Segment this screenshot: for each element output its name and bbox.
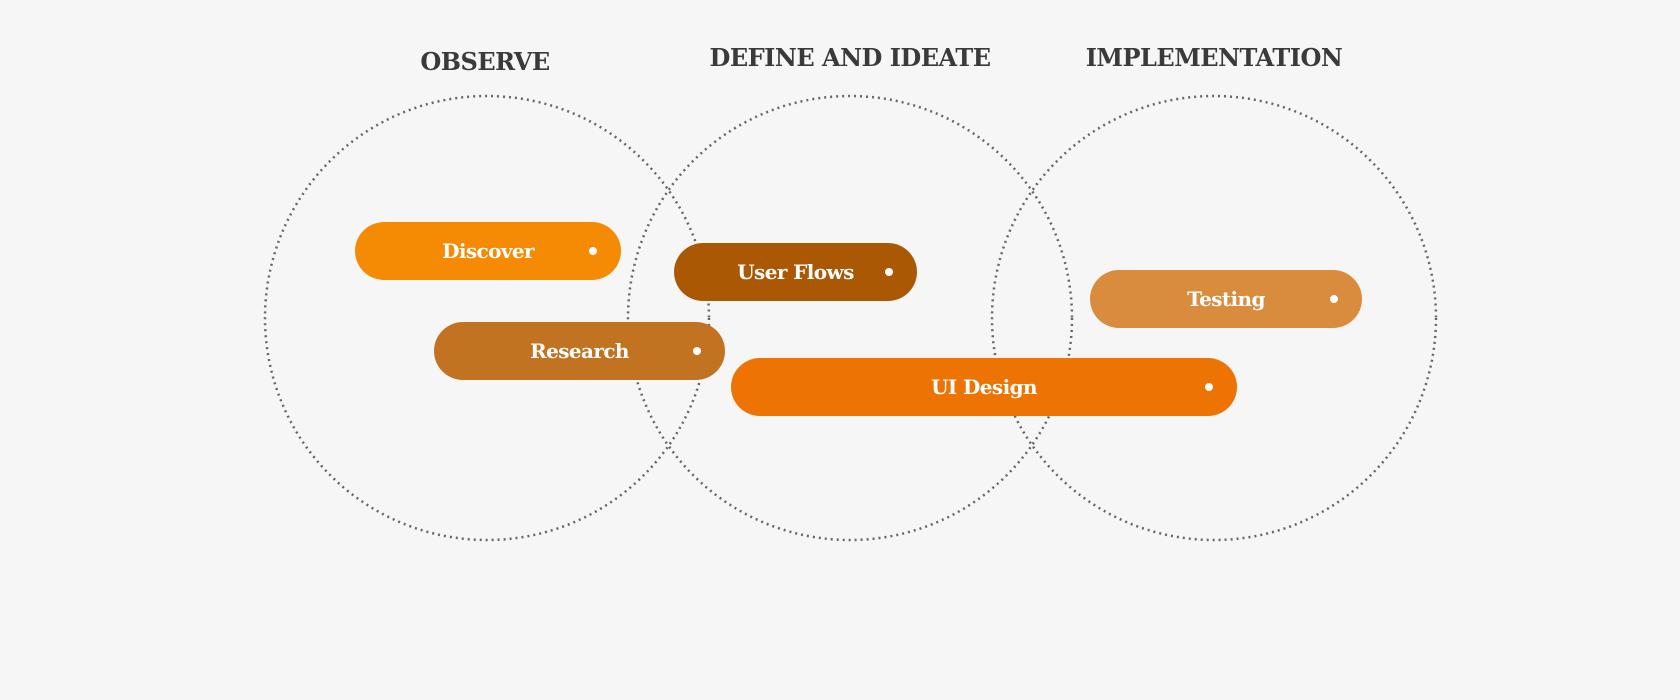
implementation-circle [990, 94, 1438, 542]
pill-dot-icon [1330, 295, 1338, 303]
pill-discover[interactable]: Discover [355, 222, 621, 280]
phase-title-observe: OBSERVE [420, 47, 550, 76]
pill-dot-icon [1205, 383, 1213, 391]
pill-dot-icon [589, 247, 597, 255]
pill-label-user-flows: User Flows [737, 260, 854, 284]
pill-dot-icon [885, 268, 893, 276]
phase-title-define-and-ideate: DEFINE AND IDEATE [709, 43, 991, 72]
observe-circle [263, 94, 711, 542]
pill-research[interactable]: Research [434, 322, 725, 380]
pill-user-flows[interactable]: User Flows [674, 243, 917, 301]
define-ideate-circle [626, 94, 1074, 542]
pill-testing[interactable]: Testing [1090, 270, 1362, 328]
pill-label-ui-design: UI Design [931, 375, 1037, 399]
pill-dot-icon [693, 347, 701, 355]
pill-label-discover: Discover [442, 239, 534, 263]
pill-label-testing: Testing [1187, 287, 1265, 311]
pill-ui-design[interactable]: UI Design [731, 358, 1237, 416]
phase-title-implementation: IMPLEMENTATION [1085, 43, 1343, 72]
pill-label-research: Research [530, 339, 629, 363]
